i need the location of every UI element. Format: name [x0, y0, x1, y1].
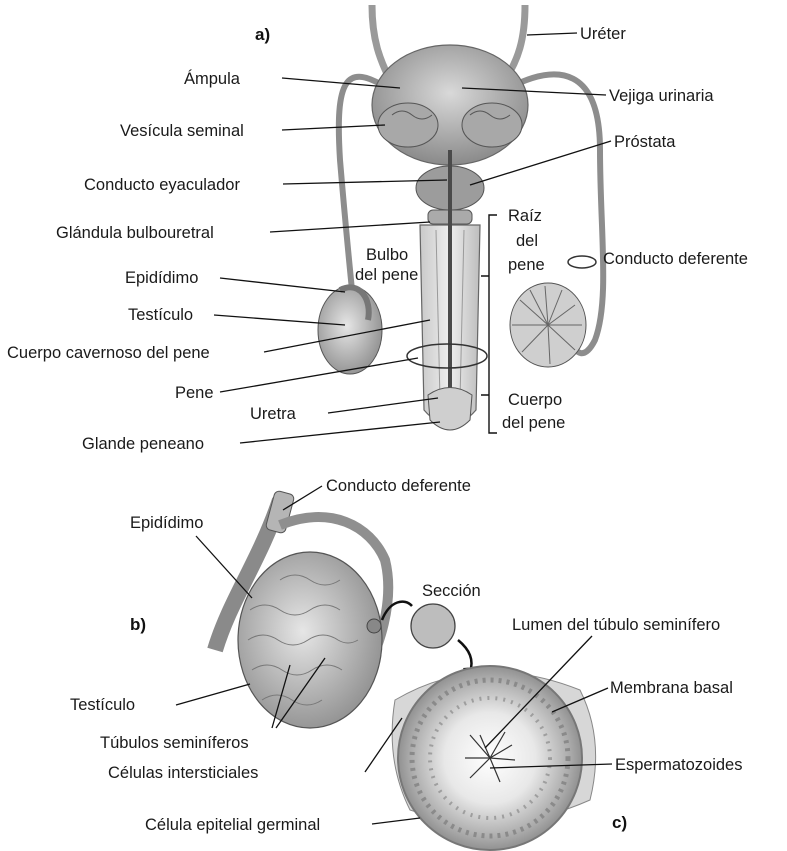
panel-c-illustration — [392, 666, 595, 850]
leader-pene — [220, 358, 418, 392]
leader-epididimo-a — [220, 278, 345, 292]
panel-c-letter: c) — [612, 813, 627, 832]
panel-a-illustration — [318, 5, 603, 430]
label-raiz-2: del — [516, 232, 538, 250]
label-epitelial: Célula epitelial germinal — [145, 816, 320, 834]
label-epididimo-b: Epidídimo — [130, 514, 203, 532]
label-ureter: Uréter — [580, 25, 626, 43]
label-vejiga: Vejiga urinaria — [609, 87, 714, 105]
label-vesicula: Vesícula seminal — [120, 122, 244, 140]
label-uretra: Uretra — [250, 405, 297, 423]
brace-pene — [481, 215, 497, 433]
label-bulbouretral: Glándula bulbouretral — [56, 224, 214, 242]
label-seccion: Sección — [422, 582, 481, 600]
label-tubulos: Túbulos seminíferos — [100, 734, 249, 752]
panel-a-letter: a) — [255, 25, 270, 44]
label-glande: Glande peneano — [82, 435, 204, 453]
label-testiculo-a: Testículo — [128, 306, 193, 324]
label-deferente-a: Conducto deferente — [603, 250, 748, 268]
label-testiculo-b: Testículo — [70, 696, 135, 714]
label-raiz-3: pene — [508, 256, 545, 274]
label-deferente-b: Conducto deferente — [326, 477, 471, 495]
panel-b-letter: b) — [130, 615, 146, 634]
label-epididimo-a: Epidídimo — [125, 269, 198, 287]
leader-epitelial — [372, 818, 420, 824]
label-esperma: Espermatozoides — [615, 756, 742, 774]
leader-uretra — [328, 398, 438, 413]
label-cuerpo-1: Cuerpo — [508, 391, 562, 409]
label-ampula: Ámpula — [184, 69, 241, 88]
label-membrana: Membrana basal — [610, 679, 733, 697]
label-intersticiales: Células intersticiales — [108, 764, 258, 782]
leader-vesicula — [282, 125, 385, 130]
label-bulbo-1: Bulbo — [366, 246, 408, 264]
label-prostata: Próstata — [614, 133, 676, 151]
label-cavernoso: Cuerpo cavernoso del pene — [7, 344, 210, 362]
label-lumen: Lumen del túbulo seminífero — [512, 616, 720, 634]
leader-testiculo-b — [176, 684, 250, 705]
leader-bulbouretral — [270, 222, 430, 232]
leader-glande — [240, 422, 440, 443]
label-raiz-1: Raíz — [508, 207, 542, 225]
label-pene: Pene — [175, 384, 214, 402]
label-eyaculador: Conducto eyaculador — [84, 176, 240, 194]
label-bulbo-2: del pene — [355, 266, 418, 284]
label-cuerpo-2: del pene — [502, 414, 565, 432]
leader-ureter — [527, 33, 577, 35]
